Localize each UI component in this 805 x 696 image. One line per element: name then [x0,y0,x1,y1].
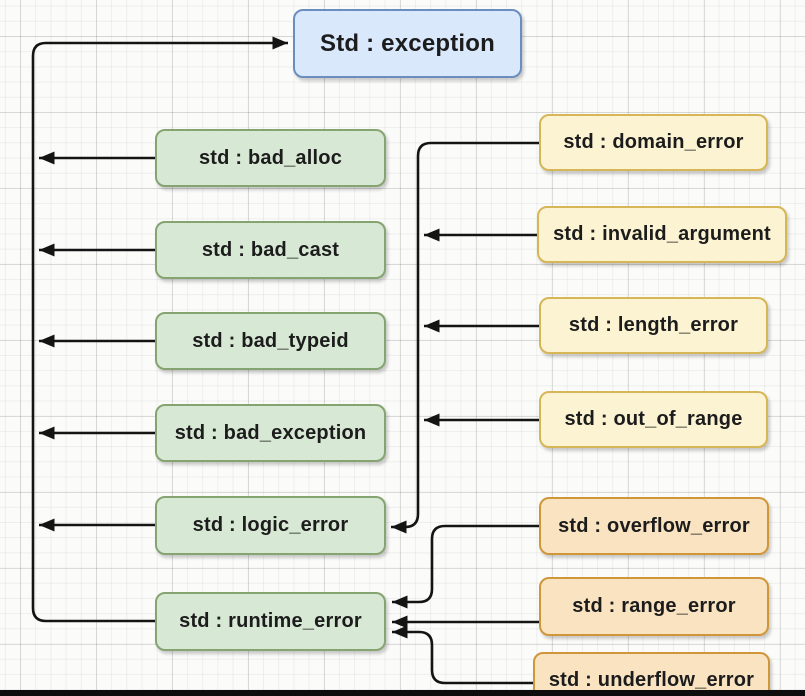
node-invalid-argument[interactable]: std : invalid_argument [537,206,787,263]
node-label: std : logic_error [192,514,349,536]
node-label: std : bad_cast [201,238,340,261]
node-domain-error[interactable]: std : domain_error [539,114,768,171]
node-range-error[interactable]: std : range_error [539,577,769,636]
node-label: std : runtime_error [179,610,362,632]
node-label: std : invalid_argument [553,223,771,245]
node-length-error[interactable]: std : length_error [539,297,768,354]
edge-overflow-error-to-runtime-error [392,524,539,609]
node-label: std : range_error [572,595,736,617]
node-label: Std : exception [319,29,496,57]
node-logic-error[interactable]: std : logic_error [155,496,386,555]
node-bad-typeid[interactable]: std : bad_typeid [155,312,386,370]
node-bad-alloc[interactable]: std : bad_alloc [155,129,386,187]
node-underflow-error[interactable]: std : underflow_error [533,652,770,696]
node-label: std : domain_error [563,131,744,153]
node-overflow-error[interactable]: std : overflow_error [539,497,769,555]
node-label: std : bad_typeid [192,329,349,352]
node-label: std : length_error [568,314,739,336]
bottom-bar [0,690,805,696]
node-label: std : out_of_range [564,408,743,430]
node-label: std : bad_exception [174,421,367,444]
edge-domain-error-to-logic-error [391,141,539,534]
node-bad-cast[interactable]: std : bad_cast [155,221,386,279]
node-bad-exception[interactable]: std : bad_exception [155,404,386,462]
node-label: std : underflow_error [548,668,755,691]
node-out-of-range[interactable]: std : out_of_range [539,391,768,448]
node-label: std : overflow_error [558,514,750,537]
edge-underflow-error-to-runtime-error [392,625,533,685]
node-label: std : bad_alloc [198,146,343,169]
node-runtime-error[interactable]: std : runtime_error [155,592,386,651]
node-std-exception[interactable]: Std : exception [293,9,522,78]
